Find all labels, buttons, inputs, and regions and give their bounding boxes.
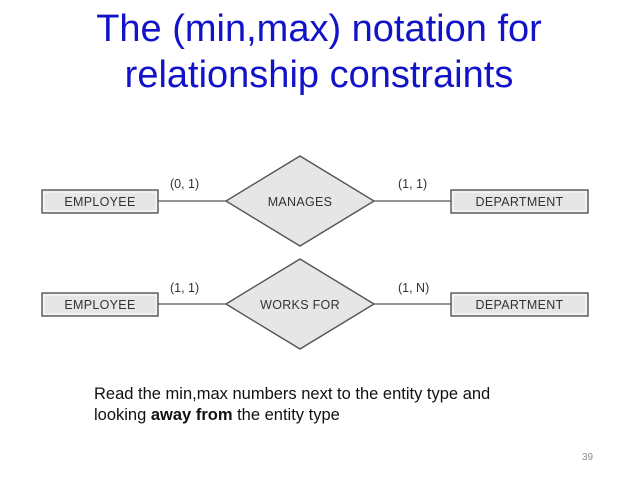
entity-employee-1: EMPLOYEE xyxy=(41,189,159,214)
entity-employee-2: EMPLOYEE xyxy=(41,292,159,317)
relationship-manages: MANAGES xyxy=(224,155,376,247)
entity-box xyxy=(450,189,589,214)
relationship-label-manages: MANAGES xyxy=(268,195,333,209)
slide-title-line-2: relationship constraints xyxy=(124,54,514,96)
caption-text: Read the min,max numbers next to the ent… xyxy=(94,384,534,426)
entity-label-department: DEPARTMENT xyxy=(476,195,564,209)
caption-emphasis: away from xyxy=(150,406,233,424)
cardinality-department-manages: (1, 1) xyxy=(398,177,427,191)
entity-box-highlight xyxy=(43,191,157,212)
cardinality-employee-manages: (0, 1) xyxy=(170,177,199,191)
er-row-works-for: EMPLOYEE WORKS FOR DEPARTMENT (1, 1) (1,… xyxy=(41,258,589,350)
entity-box xyxy=(41,189,159,214)
slide-title: The (min,max) notation for relationship … xyxy=(0,6,638,98)
entity-box-highlight xyxy=(452,191,587,212)
relationship-label-works-for: WORKS FOR xyxy=(260,298,340,312)
relationship-diamond xyxy=(224,155,376,247)
cardinality-department-works-for: (1, N) xyxy=(398,281,429,295)
caption-part-2: the entity type xyxy=(232,406,340,424)
slide-title-line-1: The (min,max) notation for xyxy=(96,8,542,50)
entity-box-highlight xyxy=(452,294,587,315)
entity-department-2: DEPARTMENT xyxy=(450,292,589,317)
entity-box-highlight xyxy=(43,294,157,315)
entity-label-employee: EMPLOYEE xyxy=(64,195,135,209)
entity-label-department: DEPARTMENT xyxy=(476,298,564,312)
cardinality-employee-works-for: (1, 1) xyxy=(170,281,199,295)
entity-label-employee: EMPLOYEE xyxy=(64,298,135,312)
entity-department-1: DEPARTMENT xyxy=(450,189,589,214)
entity-box xyxy=(41,292,159,317)
relationship-works-for: WORKS FOR xyxy=(224,258,376,350)
er-row-manages: EMPLOYEE MANAGES DEPARTMENT (0, 1) (1, 1… xyxy=(41,155,589,247)
caption-part-1: Read the min,max numbers next to the ent… xyxy=(94,385,491,424)
relationship-diamond xyxy=(224,258,376,350)
entity-box xyxy=(450,292,589,317)
page-number: 39 xyxy=(582,452,594,463)
